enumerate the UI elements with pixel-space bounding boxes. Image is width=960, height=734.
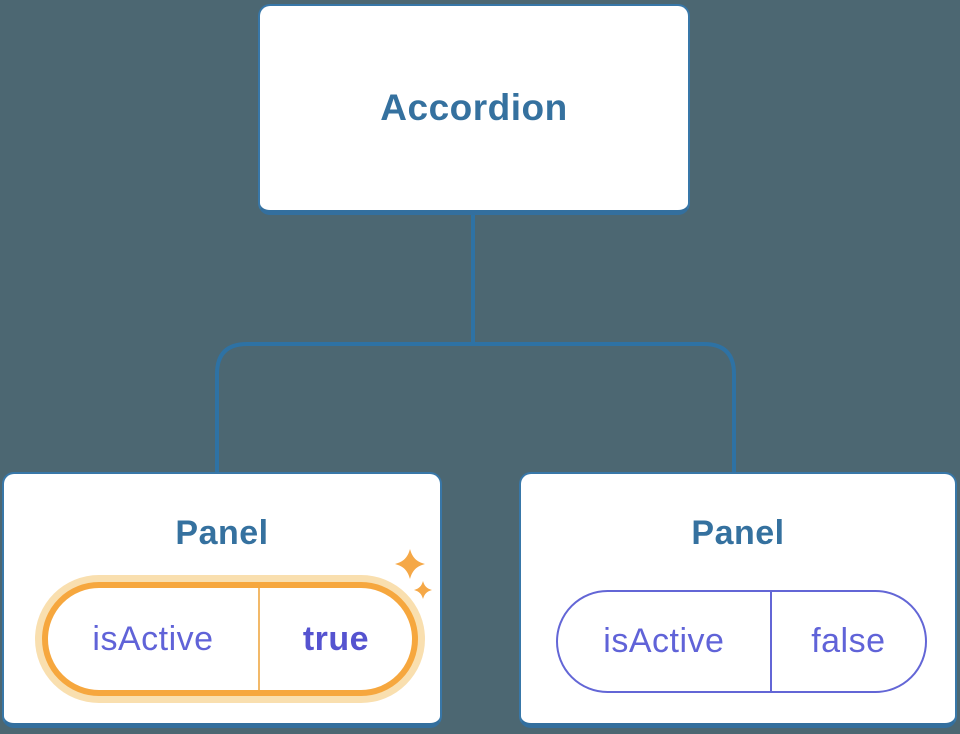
state-key-active: isActive <box>48 588 260 690</box>
state-pill-active: isActive true <box>42 582 418 696</box>
accordion-node: Accordion <box>258 4 690 215</box>
sparkle-icon <box>395 549 432 599</box>
state-value-inactive: false <box>811 622 886 660</box>
connector-branch <box>215 342 736 472</box>
state-value-active: true <box>302 619 370 658</box>
accordion-node-label: Accordion <box>380 87 568 128</box>
panel-active-label: Panel <box>175 514 269 552</box>
state-pill-inactive: isActive false <box>556 590 927 693</box>
state-key-inactive: isActive <box>558 592 772 691</box>
panel-node-inactive: Panel isActive false <box>519 472 957 728</box>
panel-inactive-label: Panel <box>691 514 785 552</box>
panel-node-active: Panel isActive true <box>2 472 442 728</box>
